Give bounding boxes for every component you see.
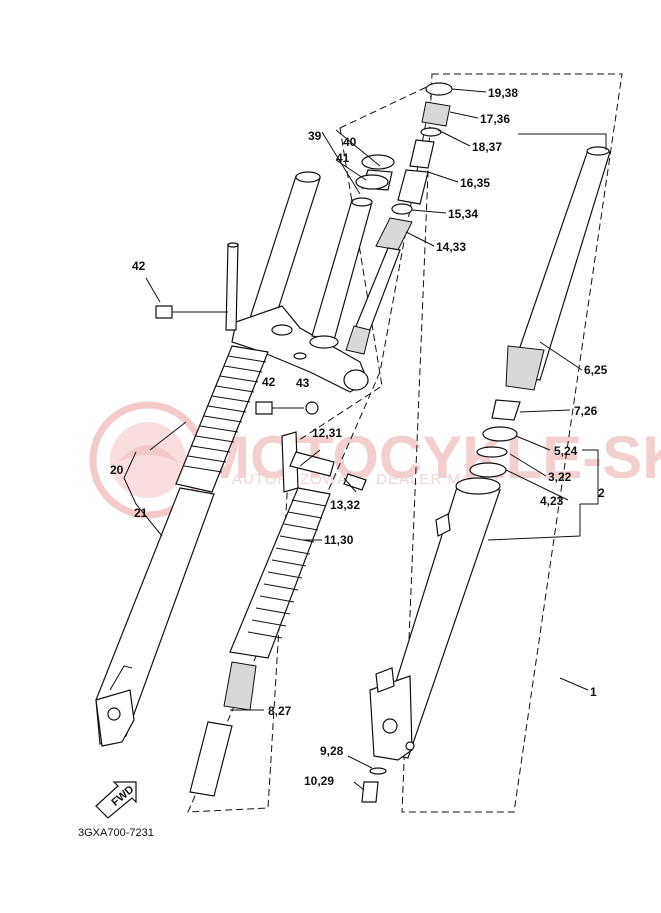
callout-15-34: 15,34 [448, 207, 478, 221]
bolt-42-lower [255, 401, 273, 415]
watermark-logo-core [110, 422, 186, 498]
callout-1: 1 [590, 685, 597, 699]
inner-assembly-boundary [187, 83, 434, 813]
washer-4 [469, 462, 507, 478]
spacer [409, 139, 435, 169]
callout-18-37: 18,37 [472, 140, 502, 154]
callout-6-25: 6,25 [584, 363, 608, 377]
fwd-arrow-icon: FWD [95, 781, 137, 819]
callout-14-33: 14,33 [436, 240, 466, 254]
callout-8-27: 8,27 [268, 704, 292, 718]
callout-2: 2 [598, 486, 605, 500]
bolt-10 [361, 781, 379, 803]
callout-12-31: 12,31 [312, 426, 342, 440]
callout-5-24: 5,24 [554, 444, 578, 458]
callout-39: 39 [308, 129, 322, 143]
inner-tube [505, 146, 611, 391]
leader-lines [123, 88, 607, 791]
bolt-42-upper [155, 305, 173, 319]
cap-thread [421, 101, 451, 127]
callout-42-upper: 42 [132, 259, 146, 273]
callout-labels: 19,38 17,36 18,37 16,35 15,34 14,33 6,25… [110, 86, 608, 788]
damper-rod [351, 247, 401, 341]
callout-40: 40 [343, 135, 357, 149]
washer-9 [369, 767, 387, 775]
callout-9-28: 9,28 [320, 744, 344, 758]
callout-16-35: 16,35 [460, 176, 490, 190]
small-parts [155, 82, 521, 803]
rod-spring [345, 325, 371, 355]
callout-20: 20 [110, 463, 124, 477]
clip [476, 446, 508, 458]
washer [391, 203, 413, 215]
callout-19-38: 19,38 [488, 86, 518, 100]
callout-42-lower: 42 [262, 375, 276, 389]
callout-3-22: 3,22 [548, 470, 572, 484]
callout-11-30: 11,30 [324, 533, 354, 547]
outer-tube [369, 477, 501, 761]
spacer-long [397, 169, 429, 205]
callout-10-29: 10,29 [304, 774, 334, 788]
pinch-bolt [343, 473, 367, 491]
callout-41: 41 [336, 151, 350, 165]
cap-bolt [425, 82, 453, 96]
bolt-43 [305, 401, 319, 415]
watermark-main-text: MOTOCYKLE-SKLEP.PL [200, 424, 661, 491]
oil-seal [482, 426, 518, 442]
middle-bellows [189, 431, 335, 797]
callout-4-23: 4,23 [540, 494, 564, 508]
spring [375, 217, 413, 251]
slide-metal [491, 399, 521, 421]
outer-tube-assembly-boundary [401, 73, 623, 813]
callout-21: 21 [134, 506, 148, 520]
left-fork-assembled [95, 171, 373, 747]
callout-7-26: 7,26 [574, 404, 598, 418]
callout-43: 43 [296, 376, 310, 390]
callout-13-32: 13,32 [330, 498, 360, 512]
bearing-40 [361, 154, 395, 170]
o-ring [420, 127, 442, 137]
watermark: MOTOCYKLE-SKLEP.PL AUTORYZOWANY DEALER M… [89, 401, 661, 519]
callout-17-36: 17,36 [480, 112, 510, 126]
diagram-code: 3GXA700-7231 [78, 827, 154, 839]
